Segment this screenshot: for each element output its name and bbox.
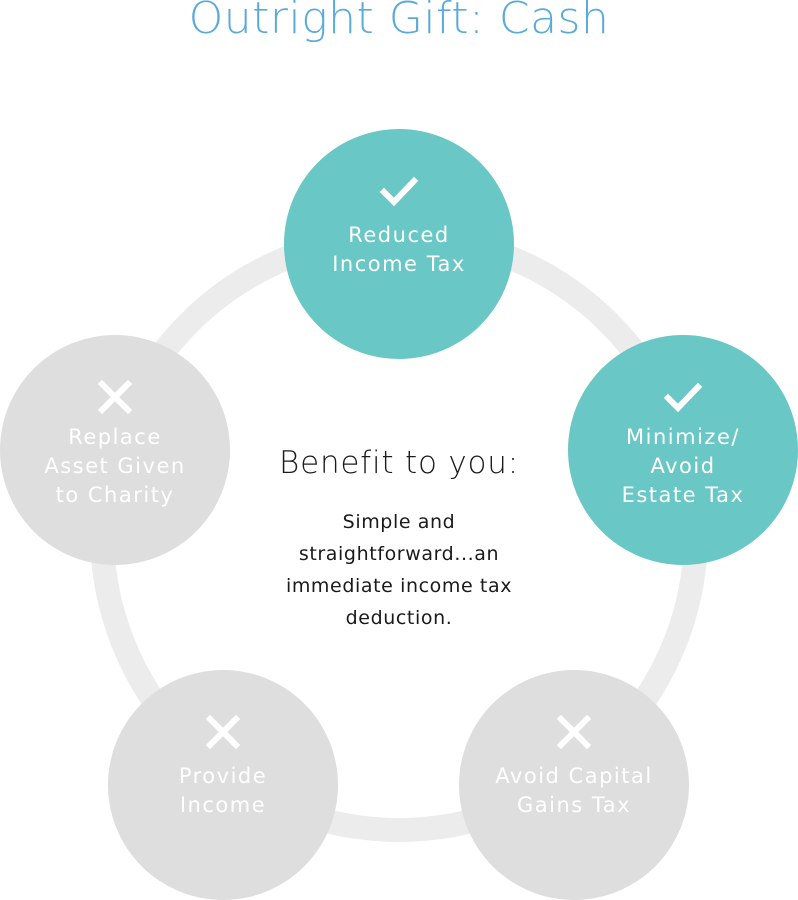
benefit-minimize-avoid-estate-tax: Minimize/ Avoid Estate Tax [568, 335, 798, 565]
benefit-label: Replace Asset Given to Charity [44, 425, 186, 507]
center-summary: Benefit to you: Simple and straightforwa… [229, 440, 569, 634]
x-icon [205, 714, 241, 750]
benefit-provide-income: Provide Income [108, 670, 338, 900]
benefit-label: Minimize/ Avoid Estate Tax [621, 425, 745, 507]
benefit-avoid-capital-gains-tax: Avoid Capital Gains Tax [459, 670, 689, 900]
benefit-label: Avoid Capital Gains Tax [495, 764, 653, 817]
check-icon [663, 382, 703, 413]
center-heading: Benefit to you: [278, 445, 519, 481]
benefit-replace-asset-given-to-charity: Replace Asset Given to Charity [0, 335, 230, 565]
benefit-label: Reduced Income Tax [332, 223, 466, 276]
benefit-label: Provide Income [178, 764, 268, 817]
page-title: Outright Gift: Cash [188, 0, 610, 44]
x-icon [97, 379, 133, 415]
benefit-reduced-income-tax: Reduced Income Tax [284, 129, 514, 359]
check-icon [379, 176, 419, 207]
x-icon [556, 714, 592, 750]
center-description: Simple and straightforward...an immediat… [285, 511, 513, 629]
